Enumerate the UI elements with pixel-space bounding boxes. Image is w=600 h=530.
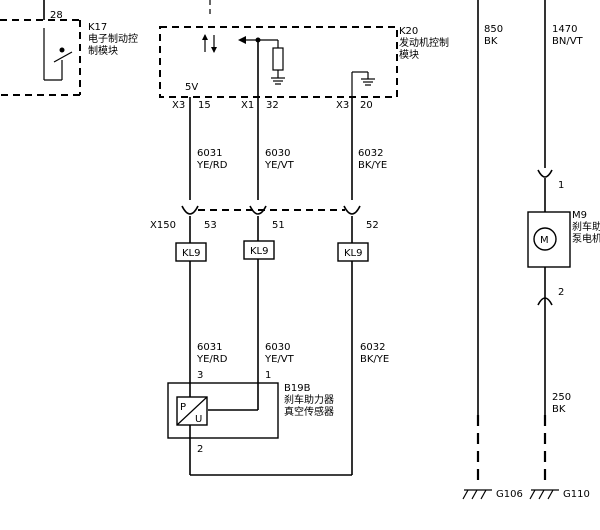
wire-6030-color-lower: YE/VT xyxy=(264,354,295,365)
b19b-name-line2: 真空传感器 xyxy=(284,405,334,418)
x150-connector: X150 53 51 52 xyxy=(150,205,379,231)
k20-5v-label: 5V xyxy=(185,82,198,93)
k20-pin-b: 32 xyxy=(266,100,279,111)
m9-pin-2: 2 xyxy=(558,287,564,298)
b19b-pin-2: 2 xyxy=(197,444,203,455)
ground-g106-icon xyxy=(462,489,492,500)
k20-id: K20 xyxy=(399,26,418,37)
ground-g110-icon xyxy=(529,489,559,500)
b19b-sensor: P U 3 1 2 B19B 刹车助力器 真空传感器 xyxy=(167,370,334,455)
wire-6032-num-upper: 6032 xyxy=(358,148,383,159)
m9-name-line2: 泵电机 xyxy=(572,232,600,245)
b19b-id: B19B xyxy=(284,383,311,394)
k20-pin-a: 15 xyxy=(198,100,211,111)
wire-6031-num-lower: 6031 xyxy=(197,342,222,353)
sensor-u-symbol: U xyxy=(195,414,202,425)
upper-wires: 6031 YE/RD 6030 YE/VT 6032 BK/YE xyxy=(189,40,387,200)
kl9-splices: KL9 KL9 KL9 xyxy=(175,216,369,262)
k20-name-line2: 模块 xyxy=(399,49,419,61)
k17-name-line2: 制模块 xyxy=(88,44,118,57)
k20-conn-b: X1 xyxy=(241,100,254,111)
k17-id: K17 xyxy=(88,22,107,33)
wire-6032-color-upper: BK/YE xyxy=(358,160,387,171)
kl9-label-2: KL9 xyxy=(250,246,269,257)
motor-icon: M xyxy=(533,227,557,251)
wire-250-num: 250 xyxy=(552,392,571,403)
x150-pin-51: 51 xyxy=(272,220,285,231)
x150-pin-52: 52 xyxy=(366,220,379,231)
k20-module: K20 发动机控制 模块 xyxy=(159,0,449,111)
wire-6032-num-lower: 6032 xyxy=(360,342,385,353)
k17-name-line1: 电子制动控 xyxy=(88,32,138,45)
m9-name-line1: 刹车助 xyxy=(572,220,600,233)
g106-circuit: 850 BK G106 xyxy=(462,0,523,500)
b19b-pin-3: 3 xyxy=(197,370,203,381)
pressure-sensor-icon: P U xyxy=(176,396,208,426)
wire-850-color: BK xyxy=(484,36,498,47)
wire-6030-num-upper: 6030 xyxy=(265,148,290,159)
b19b-pin-1: 1 xyxy=(265,370,271,381)
lower-wires: 6031 YE/RD 6030 YE/VT 6032 BK/YE xyxy=(189,259,389,476)
wire-6032-color-lower: BK/YE xyxy=(360,354,389,365)
k17-module: 28 K17 电子制动控 制模块 xyxy=(0,0,138,96)
kl9-label-1: KL9 xyxy=(182,248,201,259)
wire-1470-num: 1470 xyxy=(552,24,577,35)
k20-conn-c: X3 xyxy=(336,100,349,111)
module-ground-icon xyxy=(351,71,375,97)
k17-pin-label: 28 xyxy=(50,10,63,21)
m9-pin-1: 1 xyxy=(558,180,564,191)
motor-symbol: M xyxy=(540,235,549,246)
ground-g110-label: G110 xyxy=(563,489,590,500)
wire-6030-num-lower: 6030 xyxy=(265,342,290,353)
kl9-label-3: KL9 xyxy=(344,248,363,259)
wire-6031-num-upper: 6031 xyxy=(197,148,222,159)
wire-850-num: 850 xyxy=(484,24,503,35)
k20-conn-a: X3 xyxy=(172,100,185,111)
m9-circuit: 1470 BN/VT 1 M M9 刹车助 泵电机 2 250 BK G110 xyxy=(527,0,600,500)
wire-6030-color-upper: YE/VT xyxy=(264,160,295,171)
sensor-p-symbol: P xyxy=(180,402,186,413)
ground-g106-label: G106 xyxy=(496,489,523,500)
bidirectional-arrow-icon xyxy=(202,34,217,53)
k20-pin-c: 20 xyxy=(360,100,373,111)
x150-pin-53: 53 xyxy=(204,220,217,231)
wire-250-color: BK xyxy=(552,404,566,415)
m9-id: M9 xyxy=(572,210,587,221)
wire-6031-color-lower: YE/RD xyxy=(196,354,228,365)
pullup-resistor-icon xyxy=(238,36,285,85)
k20-name-line1: 发动机控制 xyxy=(399,36,449,49)
wire-1470-color: BN/VT xyxy=(552,36,584,47)
wire-6031-color-upper: YE/RD xyxy=(196,160,228,171)
x150-id: X150 xyxy=(150,220,176,231)
b19b-name-line1: 刹车助力器 xyxy=(284,393,334,406)
